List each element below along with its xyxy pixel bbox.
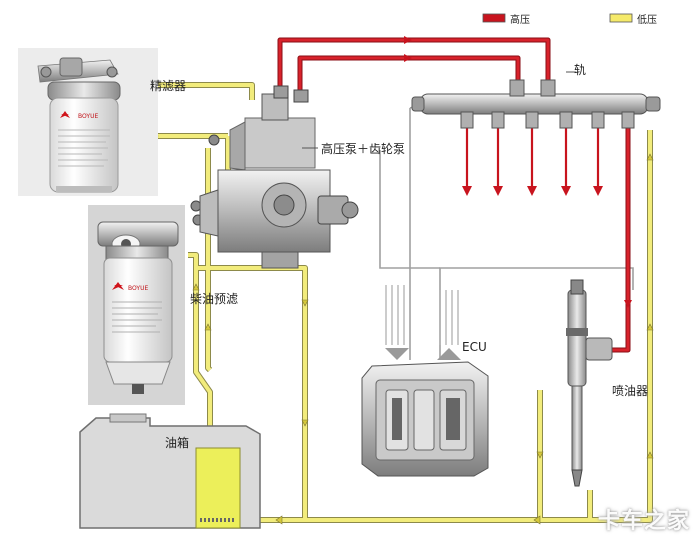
high-pressure-arrows [404, 36, 632, 308]
tank-label: 油箱 [165, 436, 190, 450]
legend-high-swatch [482, 13, 506, 23]
common-rail [411, 79, 661, 129]
watermark-logo: 卡车之家 [597, 509, 690, 534]
rail-outlet-lines [465, 128, 600, 188]
fuel-injector [566, 279, 613, 487]
fuel-tank [79, 413, 261, 529]
pump-label: 高压泵＋齿轮泵 [321, 142, 406, 156]
prefilter-label: 柴油预滤 [190, 292, 239, 306]
pre-filter: BOYUE [88, 205, 185, 405]
legend-high-label: 高压 [510, 15, 530, 26]
ecu-arrow-up [437, 348, 461, 360]
ecu-arrow-down [385, 348, 409, 360]
rail-label: 轨 [574, 63, 587, 77]
legend-low-label: 低压 [637, 15, 657, 26]
high-pressure-pump [190, 85, 359, 269]
legend-low-swatch [609, 13, 633, 23]
rail-outlet-arrows [462, 186, 603, 196]
fine-filter: BOYUE [18, 48, 158, 196]
injector-label: 喷油器 [612, 384, 649, 398]
svg-text:BOYUE: BOYUE [128, 285, 148, 292]
ecu-module [361, 361, 489, 477]
ecu-signal-arrows [385, 285, 459, 345]
svg-text:BOYUE: BOYUE [78, 113, 98, 120]
ecu-signal-wires [379, 100, 634, 360]
fine-filter-label: 精滤器 [150, 79, 187, 93]
ecu-label: ECU [462, 340, 487, 354]
